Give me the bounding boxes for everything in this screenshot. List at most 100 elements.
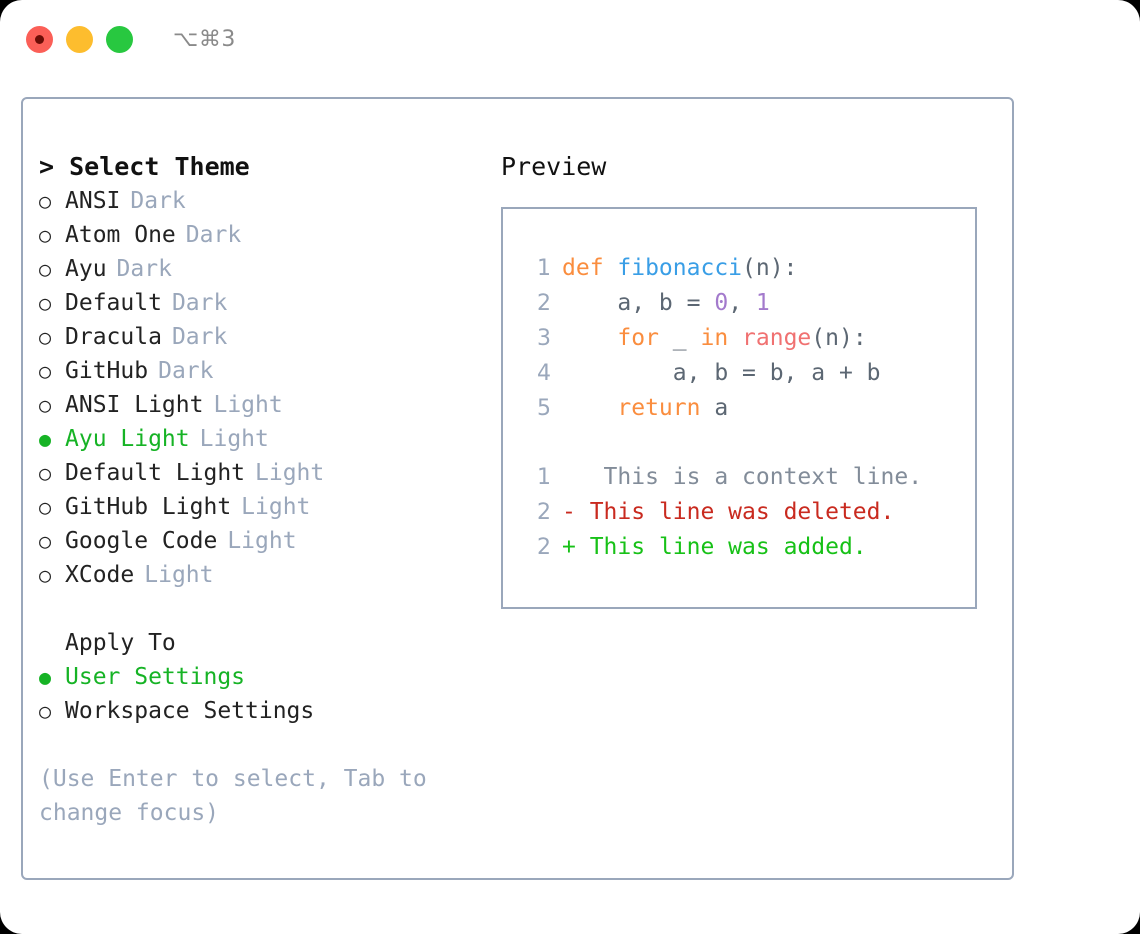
theme-option-label: Google Code — [65, 528, 218, 554]
diff-marker: + — [562, 534, 576, 560]
theme-option-label: Dracula — [65, 324, 162, 350]
code-token-keyword: in — [700, 325, 729, 351]
close-window-button[interactable] — [26, 25, 53, 53]
radio-unselected-icon: ○ — [39, 529, 52, 553]
code-line: 4 a, b = b, a + b — [503, 356, 975, 391]
code-token-plain: a — [700, 395, 729, 421]
code-token-plain: (n): — [742, 255, 798, 281]
theme-option-xcode[interactable]: ○ XCode Light — [39, 558, 499, 592]
line-number: 2 — [537, 535, 551, 560]
theme-option-tag: Light — [213, 392, 283, 418]
radio-unselected-icon: ○ — [39, 223, 52, 247]
diff-line-text: + This line was added. — [562, 530, 867, 564]
code-token-keyword: def — [562, 255, 618, 281]
diff-line-text: This is a context line. — [562, 460, 923, 494]
theme-option-label: Ayu — [65, 256, 107, 282]
diff-text: This line was deleted. — [575, 499, 895, 525]
line-number: 1 — [537, 256, 551, 281]
apply-to-option-workspace-settings[interactable]: ○ Workspace Settings — [39, 694, 499, 728]
radio-unselected-icon: ○ — [39, 257, 52, 281]
maximize-window-button[interactable] — [106, 25, 133, 53]
radio-unselected-icon: ○ — [39, 291, 52, 315]
line-number: 5 — [537, 396, 551, 421]
close-icon — [35, 34, 44, 44]
preview-heading: Preview — [501, 152, 607, 181]
code-line: 5 return a — [503, 391, 975, 426]
code-diff-spacer — [503, 426, 975, 460]
theme-option-tag: Dark — [185, 222, 242, 248]
diff-marker — [562, 464, 576, 490]
radio-unselected-icon: ○ — [39, 189, 52, 213]
code-token-plain — [562, 395, 617, 421]
radio-selected-icon: ● — [39, 665, 52, 689]
radio-unselected-icon: ○ — [39, 699, 52, 723]
line-number: 2 — [537, 291, 551, 316]
code-line: 1 def fibonacci(n): — [503, 251, 975, 286]
diff-marker: - — [562, 499, 576, 525]
apply-to-option-label: Workspace Settings — [65, 698, 315, 724]
theme-option-tag: Dark — [158, 358, 214, 384]
radio-unselected-icon: ○ — [39, 495, 52, 519]
theme-option-label: GitHub — [65, 358, 149, 384]
minimize-window-button[interactable] — [66, 25, 93, 53]
code-line-text: a, b = 0, 1 — [562, 286, 769, 320]
code-token-plain — [728, 325, 742, 351]
code-line-text: for _ in range(n): — [562, 321, 867, 355]
theme-option-label: GitHub Light — [65, 494, 232, 520]
diff-text: This is a context line. — [575, 464, 923, 490]
code-token-function: fibonacci — [617, 255, 743, 281]
theme-option-tag: Dark — [130, 188, 186, 214]
line-number: 2 — [537, 500, 551, 525]
radio-selected-icon: ● — [39, 427, 52, 451]
line-number: 4 — [537, 361, 551, 386]
theme-option-github-light[interactable]: ○ GitHub Light Light — [39, 490, 499, 524]
code-token-keyword: for — [617, 325, 659, 351]
code-token-plain — [562, 325, 617, 351]
code-token-plain: (n): — [811, 325, 867, 351]
radio-unselected-icon: ○ — [39, 325, 52, 349]
apply-to-heading: Apply To — [65, 630, 176, 656]
theme-option-tag: Light — [199, 426, 269, 452]
keyboard-hint-text: (Use Enter to select, Tab to change focu… — [39, 766, 427, 826]
radio-unselected-icon: ○ — [39, 563, 52, 587]
code-token-plain: , — [728, 290, 756, 316]
diff-text: This line was added. — [575, 534, 867, 560]
apply-to-list[interactable]: ● User Settings ○ Workspace Settings — [39, 660, 499, 728]
apply-to-option-user-settings[interactable]: ● User Settings — [39, 660, 499, 694]
select-theme-heading: > Select Theme — [39, 152, 250, 181]
diff-line-context: 1 This is a context line. — [503, 460, 975, 495]
code-line-text: def fibonacci(n): — [562, 251, 797, 285]
line-number: 1 — [537, 465, 551, 490]
code-line: 2 a, b = 0, 1 — [503, 286, 975, 321]
radio-unselected-icon: ○ — [39, 393, 52, 417]
diff-sample: 1 This is a context line. 2- This line wa… — [503, 460, 975, 565]
code-token-keyword: return — [617, 395, 701, 421]
section-spacer — [39, 592, 499, 626]
code-line: 3 for _ in range(n): — [503, 321, 975, 356]
code-token-plain: a, b = b, a + b — [562, 360, 881, 386]
apply-to-option-label: User Settings — [65, 664, 246, 690]
theme-option-tag: Dark — [171, 290, 228, 316]
theme-option-label: XCode — [65, 562, 135, 588]
code-token-plain: _ — [658, 325, 701, 351]
code-token-plain: a, b = — [562, 290, 715, 316]
diff-line-added: 2 + This line was added. — [503, 530, 975, 565]
window-title-shortcut: ⌥⌘3 — [173, 26, 236, 52]
theme-option-tag: Light — [144, 562, 214, 588]
theme-option-tag: Light — [241, 494, 311, 520]
